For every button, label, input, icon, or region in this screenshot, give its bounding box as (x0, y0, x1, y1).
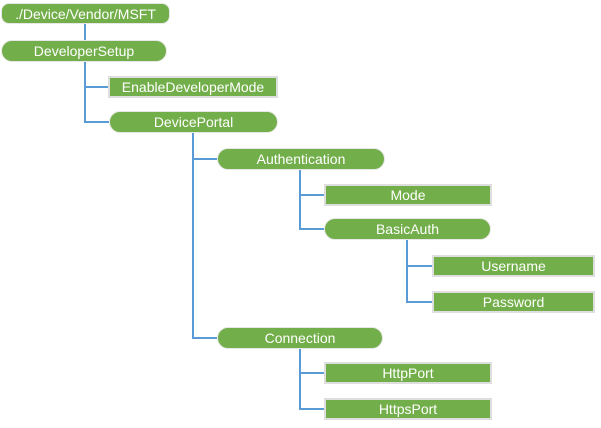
node-label: ./Device/Vendor/MSFT (15, 5, 156, 22)
node-label: EnableDeveloperMode (121, 79, 265, 95)
connector-line (300, 408, 324, 410)
connector-line (192, 133, 194, 339)
node-label: BasicAuth (375, 221, 440, 237)
node-label: Connection (264, 330, 336, 346)
node-label: Username (481, 258, 546, 274)
node-mode: Mode (324, 184, 492, 206)
node-basicauth: BasicAuth (324, 218, 491, 240)
connector-line (85, 121, 109, 123)
node-username: Username (432, 255, 595, 277)
connector-line (193, 337, 217, 339)
node-label: Mode (390, 187, 426, 203)
node-label: DeveloperSetup (33, 43, 135, 59)
node-password: Password (432, 291, 595, 313)
node-httpport: HttpPort (324, 362, 492, 384)
connector-line (193, 158, 217, 160)
node-label: Authentication (256, 151, 346, 167)
connector-line (300, 372, 324, 374)
connector-line (407, 265, 432, 267)
node-connection: Connection (217, 327, 383, 349)
node-label: DevicePortal (153, 114, 234, 130)
connector-line (407, 301, 432, 303)
connector-line (300, 194, 324, 196)
connector-line (84, 62, 86, 123)
connector-line (300, 228, 324, 230)
node-label: HttpsPort (378, 401, 438, 417)
node-httpsport: HttpsPort (324, 398, 492, 420)
connector-line (85, 86, 108, 88)
connector-line (299, 349, 301, 410)
node-enabledevelopermode: EnableDeveloperMode (108, 76, 278, 98)
connector-line (299, 170, 301, 230)
connector-line (84, 24, 86, 40)
node-authentication: Authentication (217, 148, 385, 170)
node-label: HttpPort (382, 365, 434, 381)
node-label: Password (482, 294, 545, 310)
node-deviceportal: DevicePortal (109, 111, 278, 133)
node-root: ./Device/Vendor/MSFT (1, 3, 170, 24)
connector-line (406, 240, 408, 303)
node-developersetup: DeveloperSetup (1, 40, 167, 62)
